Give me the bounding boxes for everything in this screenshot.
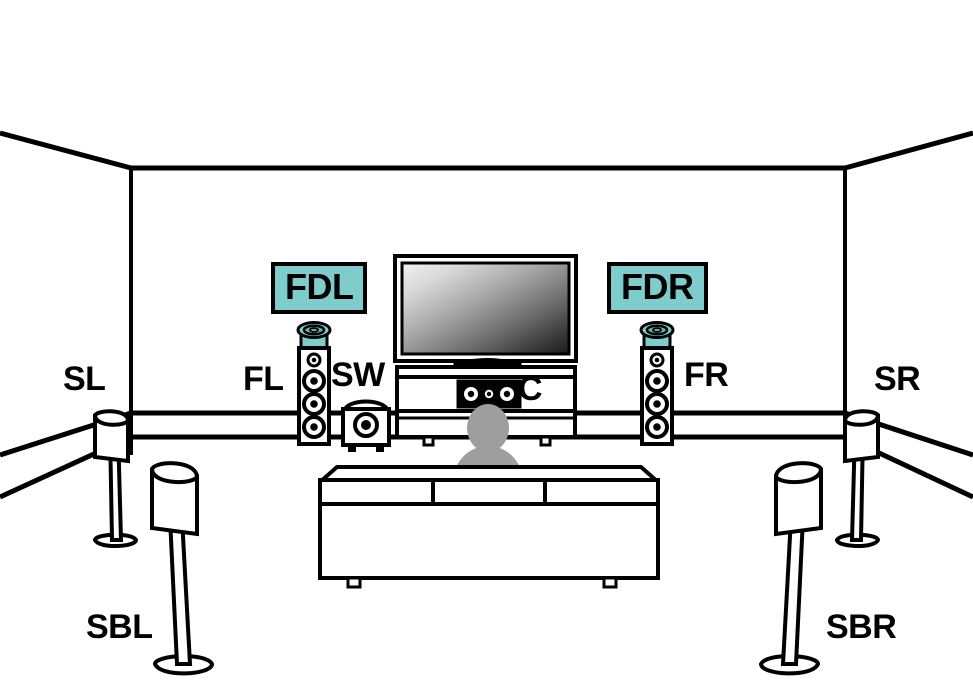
surround-back-left-speaker xyxy=(150,461,214,676)
subwoofer xyxy=(341,399,391,452)
atmos-module-left xyxy=(296,321,332,352)
center-channel-speaker xyxy=(456,379,522,409)
label-c: C xyxy=(518,370,543,408)
label-fdl: FDL xyxy=(271,262,368,314)
label-fdr: FDR xyxy=(607,262,708,314)
label-sbl: SBL xyxy=(86,608,153,646)
atmos-module-right xyxy=(639,321,675,352)
television xyxy=(393,254,578,374)
label-sr: SR xyxy=(874,360,921,398)
label-sl: SL xyxy=(63,360,106,398)
label-sbr: SBR xyxy=(826,608,897,646)
front-left-tower-speaker xyxy=(296,321,332,446)
label-sw: SW xyxy=(331,356,385,394)
surround-back-right-speaker xyxy=(759,461,823,676)
ceiling-line-left xyxy=(0,130,132,171)
label-fl: FL xyxy=(243,360,284,398)
surround-right-speaker xyxy=(835,409,880,548)
sofa xyxy=(318,465,660,589)
ceiling-line-right xyxy=(844,130,973,171)
front-right-tower-speaker xyxy=(639,321,675,446)
room-walls xyxy=(0,130,973,455)
surround-left-speaker xyxy=(93,409,138,548)
label-fr: FR xyxy=(684,356,729,394)
